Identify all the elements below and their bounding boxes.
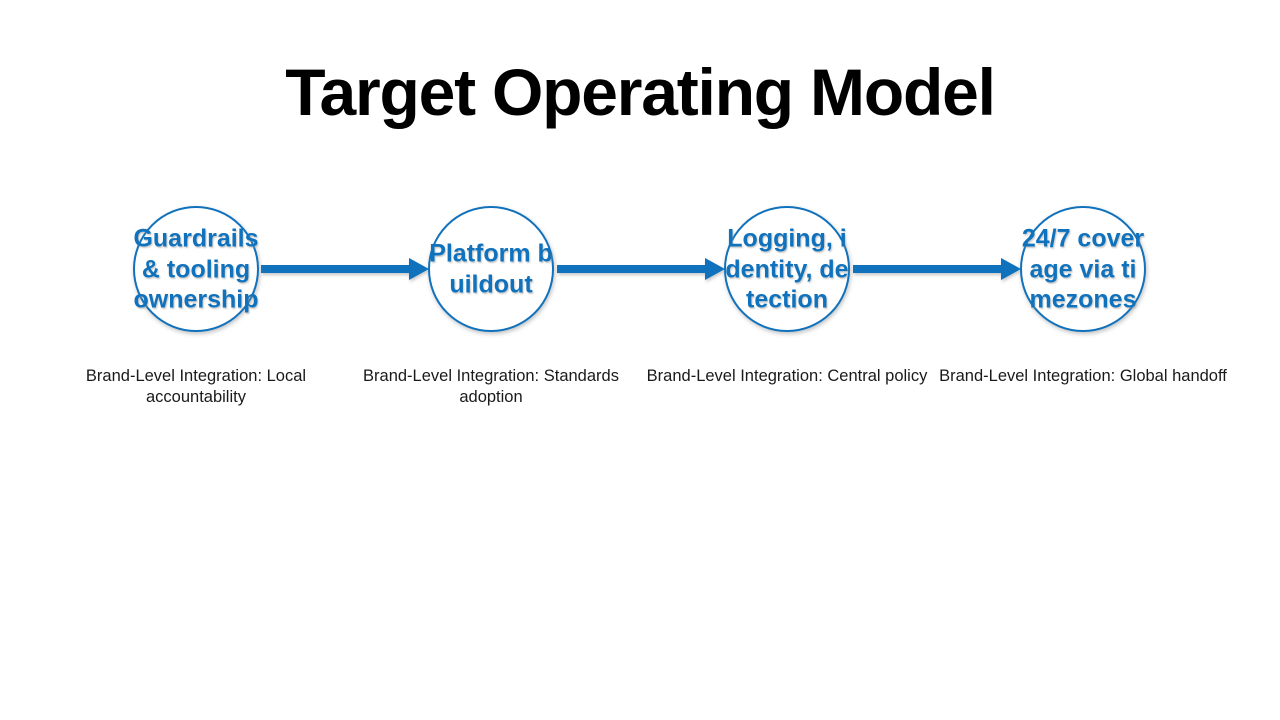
flow-node-1-label: Guardrails & tooling ownership xyxy=(133,224,259,314)
flow-node-2[interactable]: Platform buildout xyxy=(428,206,554,332)
connector-arrow-3 xyxy=(853,255,1021,283)
flow-node-2-caption: Brand-Level Integration: Standards adopt… xyxy=(363,367,619,406)
flow-node-4-caption: Brand-Level Integration: Global handoff xyxy=(939,367,1227,385)
flow-node-1[interactable]: Guardrails & tooling ownership xyxy=(133,206,259,332)
flow-node-3[interactable]: Logging, identity, detection xyxy=(724,206,850,332)
connector-arrow-2 xyxy=(557,255,725,283)
flow-node-4-label: 24/7 coverage via timezones xyxy=(1021,224,1145,314)
flow-node-3-circle xyxy=(724,206,850,332)
flow-node-1-caption: Brand-Level Integration: Local accountab… xyxy=(85,367,307,406)
flow-node-2-label: Platform buildout xyxy=(429,239,553,299)
flow-node-4[interactable]: 24/7 coverage via timezones xyxy=(1020,206,1146,332)
flow-node-1-circle xyxy=(133,206,259,332)
connector-arrow-1 xyxy=(261,255,429,283)
flow-node-4-circle xyxy=(1020,206,1146,332)
flow-node-2-circle xyxy=(428,206,554,332)
flow-node-3-caption: Brand-Level Integration: Central policy xyxy=(646,367,928,385)
page-title: Target Operating Model xyxy=(285,55,996,129)
flow-node-3-label: Logging, identity, detection xyxy=(725,224,849,314)
